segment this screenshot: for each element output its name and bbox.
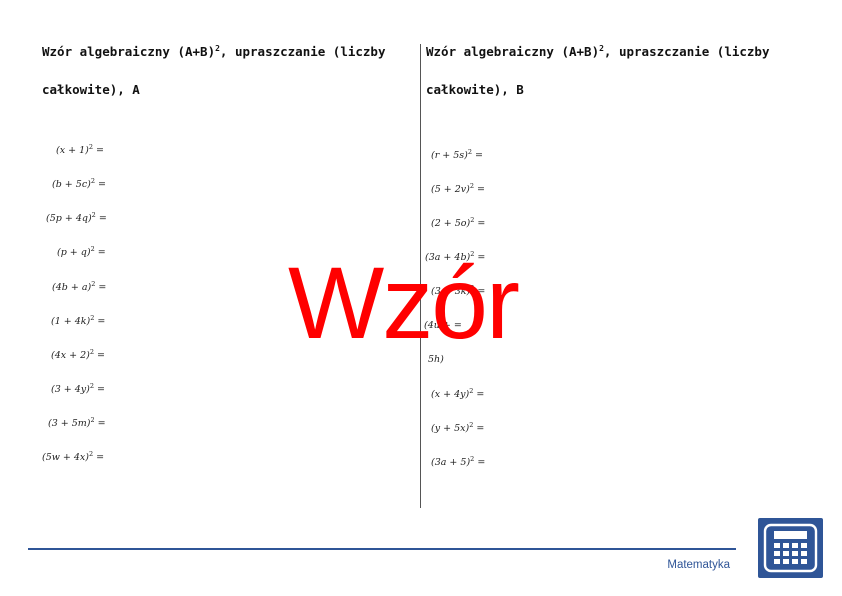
exercise-b-1: (r + 5s)2 = <box>431 148 483 162</box>
worksheet-b-title: Wzór algebraiczny (A+B)2, upraszczanie (… <box>426 43 770 97</box>
footer-label: Matematyka <box>667 559 730 571</box>
exercise-b-6: (4u + = <box>424 320 462 332</box>
exercise-a-5: (4b + a)2 = <box>52 280 107 294</box>
exercise-a-8: (3 + 4y)2 = <box>51 382 105 396</box>
exercise-a-2: (b + 5c)2 = <box>52 177 106 191</box>
exercise-a-6: (1 + 4k)2 = <box>51 314 106 328</box>
exercise-b-5: (3 + 3k)2 = <box>431 284 486 298</box>
worksheet-a-title: Wzór algebraiczny (A+B)2, upraszczanie (… <box>42 43 386 97</box>
exercise-a-7: (4x + 2)2 = <box>51 348 105 362</box>
exercise-b-8: (x + 4y)2 = <box>431 387 485 401</box>
column-divider <box>420 44 421 508</box>
exercise-a-1: (x + 1)2 = <box>56 143 104 157</box>
exercise-b-10: (3a + 5)2 = <box>431 455 486 469</box>
exercise-b-7: 5h) <box>428 354 444 366</box>
exercise-b-2: (5 + 2v)2 = <box>431 182 485 196</box>
exercise-a-10: (5w + 4x)2 = <box>42 450 105 464</box>
exercise-a-9: (3 + 5m)2 = <box>48 416 106 430</box>
watermark: Wzór <box>288 246 520 360</box>
exercise-b-4: (3a + 4b)2 = <box>425 250 486 264</box>
exercise-b-9: (y + 5x)2 = <box>431 421 485 435</box>
exercise-b-3: (2 + 5o)2 = <box>431 216 486 230</box>
footer-divider <box>28 548 736 550</box>
exercise-a-4: (p + q)2 = <box>57 245 106 259</box>
calculator-icon <box>758 518 823 578</box>
exercise-a-3: (5p + 4q)2 = <box>46 211 107 225</box>
